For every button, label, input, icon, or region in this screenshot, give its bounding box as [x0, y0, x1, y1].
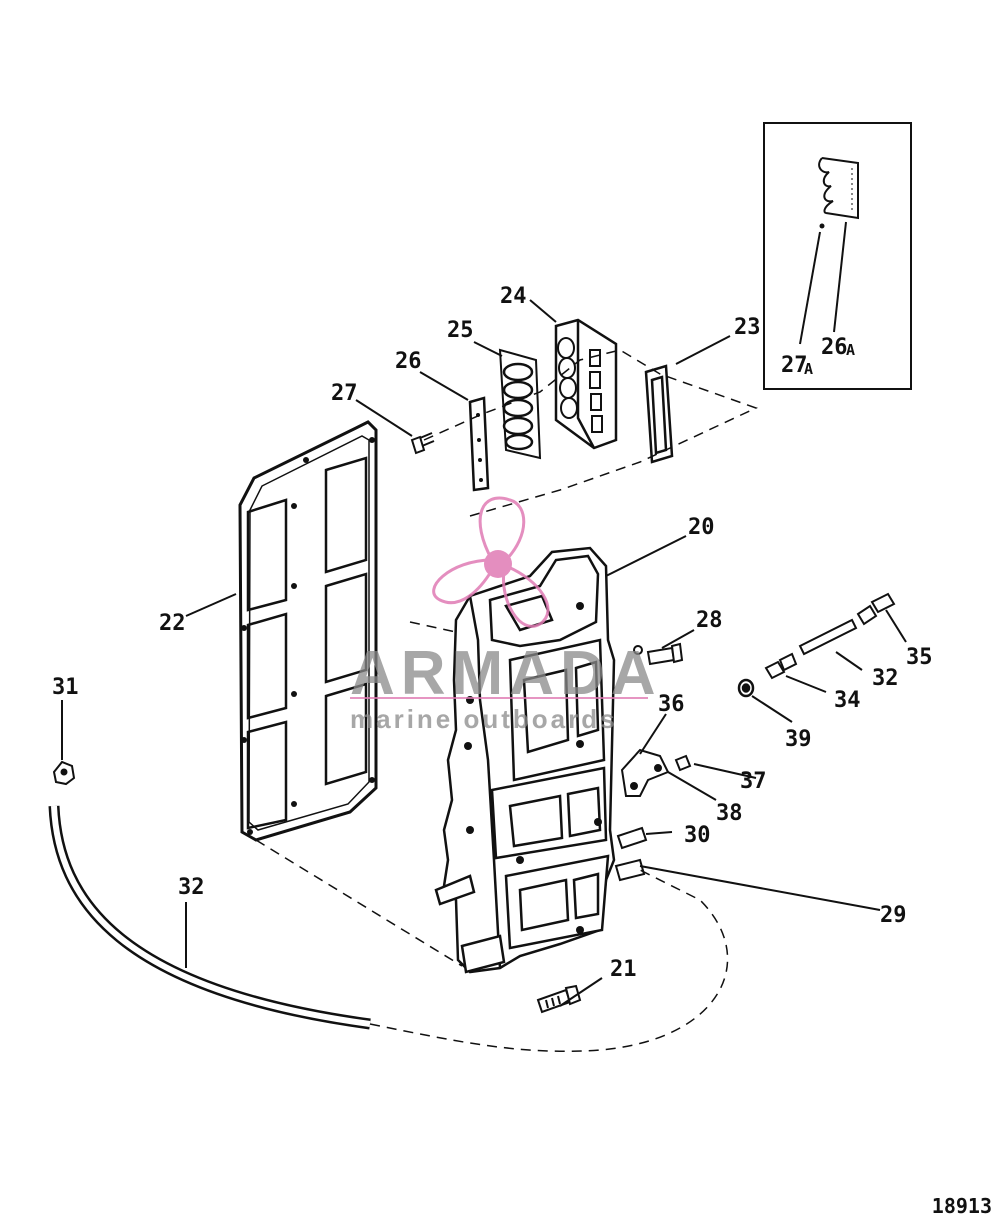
screw-part-27 [410, 432, 435, 455]
gasket-part-23 [644, 364, 674, 464]
screw-part-28 [633, 642, 684, 666]
fitting-part-35 [856, 592, 896, 626]
stud-part-29 [614, 858, 646, 882]
leader-lines [61, 299, 907, 1007]
callout-36: 36 [658, 692, 685, 717]
callout-24: 24 [500, 284, 527, 309]
callout-34: 34 [834, 688, 861, 713]
callout-32-right: 32 [872, 666, 899, 691]
screw-part-37 [674, 754, 692, 772]
callout-27a-suffix: A [804, 360, 813, 378]
washer-part-39 [737, 678, 755, 698]
callout-27: 27 [331, 381, 358, 406]
callout-25: 25 [447, 318, 474, 343]
callout-27a: 27 [781, 353, 808, 378]
gasket-part-22 [238, 420, 378, 842]
callout-20: 20 [688, 515, 715, 540]
callout-26a-suffix: A [846, 341, 855, 359]
callout-23: 23 [734, 315, 761, 340]
callout-26: 26 [395, 349, 422, 374]
callout-30: 30 [684, 823, 711, 848]
callout-38: 38 [716, 801, 743, 826]
watermark-tagline: marine outboards [350, 704, 618, 734]
intake-manifold-part-20 [434, 546, 616, 974]
fitting-part-34 [764, 652, 798, 680]
screw-part-21 [536, 984, 582, 1014]
stud-part-30 [616, 826, 648, 850]
callout-numbers: 20 21 22 23 24 25 26 27 28 29 30 31 32 3… [52, 284, 933, 982]
reed-petals-part-25 [498, 348, 542, 460]
callout-39: 39 [785, 727, 812, 752]
callout-22: 22 [159, 611, 186, 636]
callout-31: 31 [52, 675, 79, 700]
inset-detail-box: 27 A 26 A [763, 122, 912, 390]
reed-stop-part-26 [468, 396, 490, 492]
assembly-dashed-lines [255, 349, 758, 1053]
callout-21: 21 [610, 957, 637, 982]
hose-part-32-left [48, 805, 371, 1030]
bracket-part-36 [620, 748, 670, 797]
callout-32-left: 32 [178, 875, 205, 900]
callout-26a: 26 [821, 335, 848, 360]
hose-part-32-right [798, 618, 858, 656]
callout-37: 37 [740, 769, 767, 794]
callout-35: 35 [906, 645, 933, 670]
callout-28: 28 [696, 608, 723, 633]
reed-block-part-24 [554, 318, 618, 450]
callout-29: 29 [880, 903, 907, 928]
watermark: ARMADA marine outboards [350, 496, 662, 734]
fitting-part-31 [52, 760, 76, 786]
propeller-logo-icon [432, 496, 550, 628]
drawing-number: 18913 [931, 1194, 992, 1218]
watermark-brand: ARMADA [350, 639, 662, 708]
